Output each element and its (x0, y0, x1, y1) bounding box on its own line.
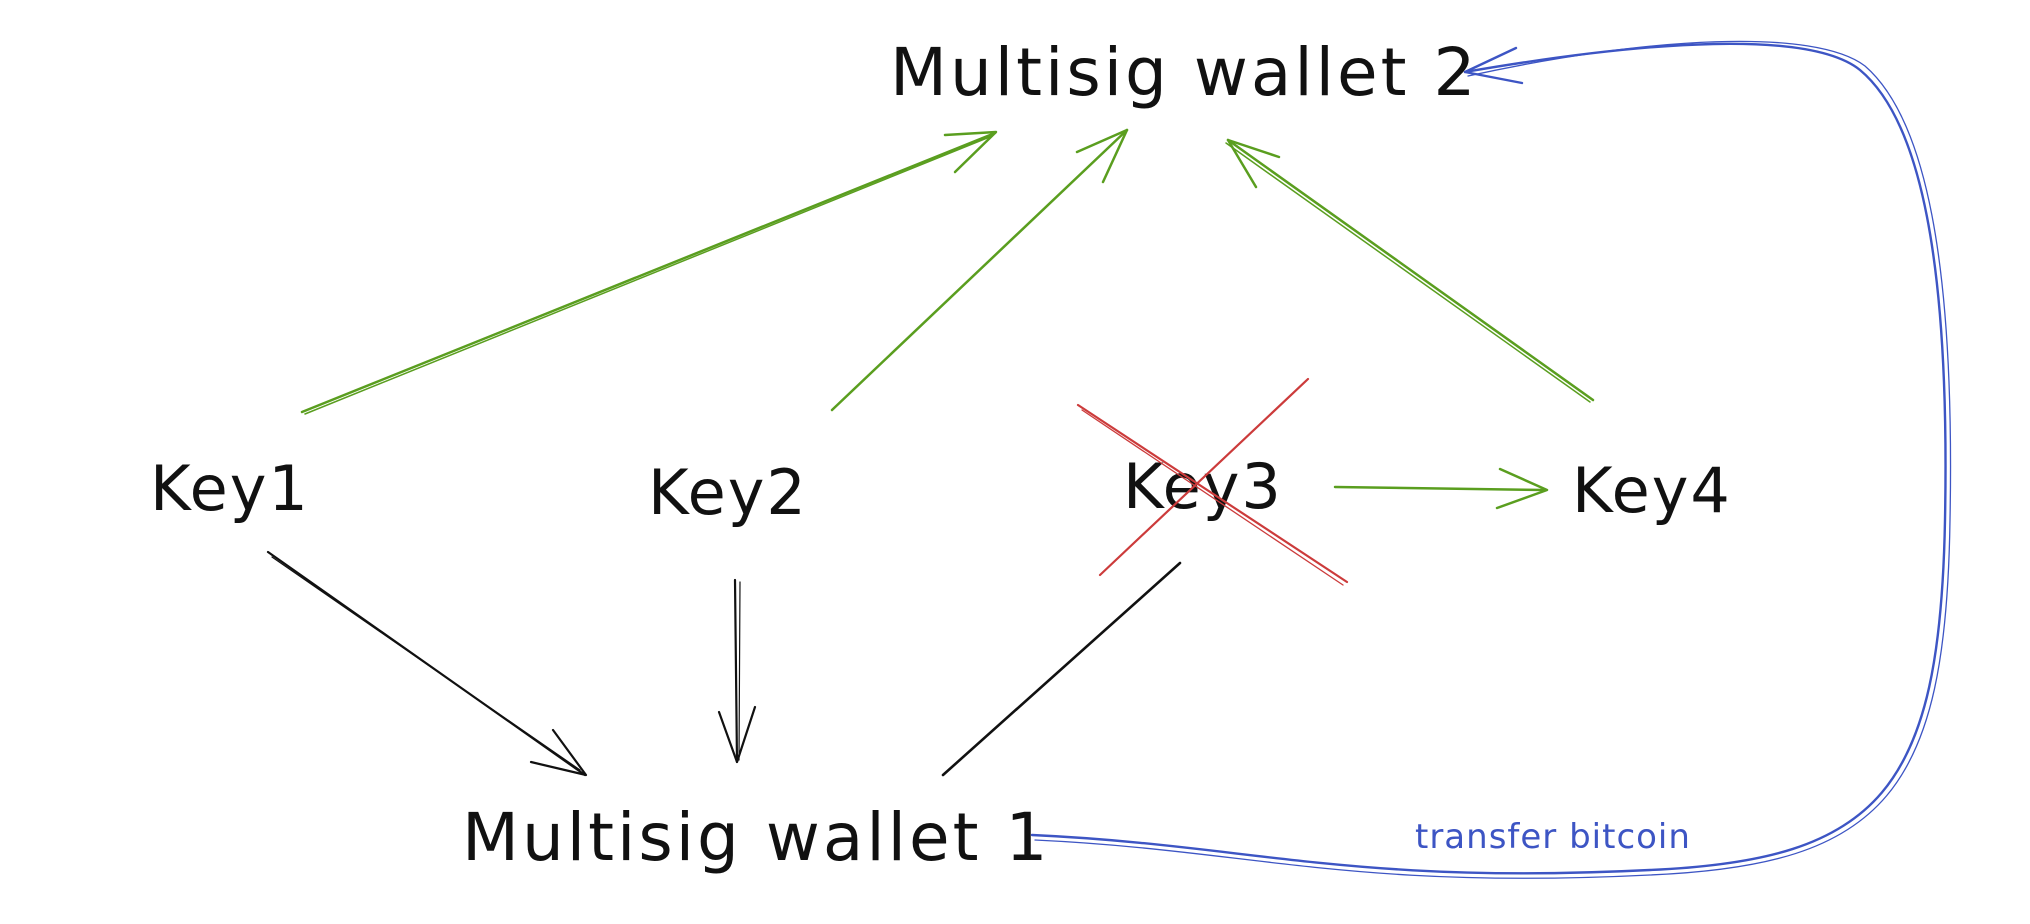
multisig-wallet-2-label: Multisig wallet 2 (890, 34, 1478, 111)
blue-arrow-wallet1-to-wallet2 (1030, 40, 1952, 879)
green-arrow-key2-to-wallet2 (830, 128, 1129, 412)
green-arrow-key1-to-wallet2 (300, 130, 998, 415)
black-line-key3-to-wallet1 (941, 561, 1182, 777)
green-arrow-key3-to-key4 (1333, 467, 1549, 510)
key1-label: Key1 (150, 452, 310, 525)
black-arrow-key2-to-wallet1 (717, 578, 757, 764)
red-cross-key3 (1076, 377, 1349, 586)
green-arrow-key4-to-wallet2 (1225, 138, 1595, 403)
transfer-bitcoin-annotation: transfer bitcoin (1415, 817, 1691, 857)
multisig-wallet-1-label: Multisig wallet 1 (462, 799, 1050, 876)
key2-label: Key2 (648, 456, 808, 529)
black-arrow-key1-to-wallet1 (266, 550, 588, 777)
key4-label: Key4 (1572, 454, 1732, 527)
